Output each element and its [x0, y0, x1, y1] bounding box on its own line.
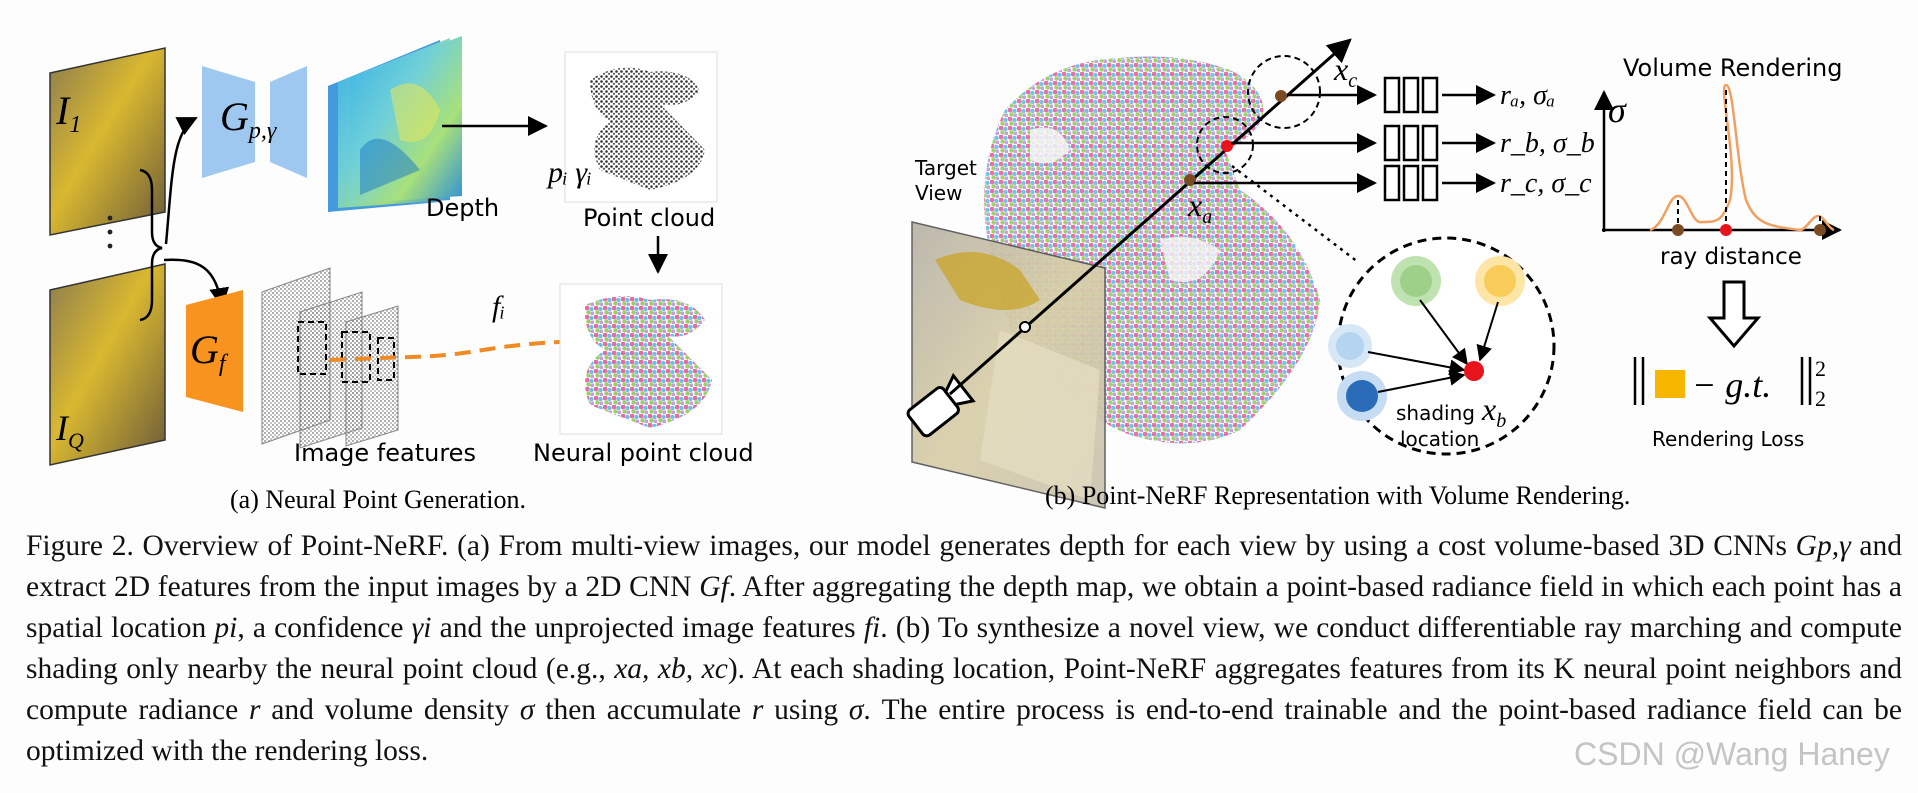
subcaption-a: (a) Neural Point Generation.: [230, 485, 526, 514]
sample-point-a: [1672, 224, 1684, 236]
overview-figure: I1 IQ Gp,γ Gf Depth: [49, 36, 1842, 514]
xc-label: xc: [1333, 51, 1357, 92]
shading-location-point: [1464, 361, 1484, 381]
shading-point-xb: [1221, 140, 1233, 152]
label-i1: I1: [55, 88, 81, 138]
caption-label: Figure 2.: [26, 530, 134, 562]
gf-network-block: [186, 290, 243, 412]
panel-a: I1 IQ Gp,γ Gf Depth: [49, 36, 754, 514]
neural-point-cloud: [584, 296, 712, 428]
volume-rendering-title: Volume Rendering: [1623, 54, 1842, 82]
depth-maps: [328, 36, 462, 212]
camera-icon: [906, 372, 976, 438]
output-b: r_b, σ_b: [1500, 128, 1595, 159]
depth-label: Depth: [426, 194, 499, 222]
gp-network-block-right: [270, 66, 307, 178]
fi-label: fᵢ: [492, 290, 505, 323]
mlp-blocks: [1383, 76, 1439, 202]
loss-norm-sup: 2: [1815, 356, 1826, 381]
panel-b: Target View xc xa rₐ, σₐ r_b,: [906, 38, 1842, 510]
input-image-i1: [49, 47, 166, 236]
rendering-loss-label: Rendering Loss: [1652, 427, 1804, 451]
down-arrow-icon: [1706, 280, 1762, 349]
point-cloud-label: Point cloud: [583, 204, 715, 232]
ray-plane-intersection: [1019, 321, 1031, 333]
input-image-iq: [49, 263, 166, 466]
image-features: [261, 267, 399, 449]
zoom-leader: [1231, 165, 1359, 263]
figure-caption: Figure 2. Overview of Point-NeRF. (a) Fr…: [26, 530, 1903, 767]
point-cloud: [590, 67, 705, 190]
arrow-to-gf: [163, 258, 230, 308]
shading-point-xa: [1184, 174, 1196, 186]
sample-point-c: [1814, 224, 1826, 236]
gf-label: Gf: [190, 327, 229, 377]
brace: [139, 168, 163, 322]
ellipsis-dots: [107, 215, 113, 249]
query-radius-xc: [1247, 55, 1321, 129]
gp-label: Gp,γ: [220, 94, 277, 144]
image-features-label: Image features: [294, 439, 476, 467]
ray-distance-label: ray distance: [1660, 244, 1802, 270]
shading-label: shading: [1396, 401, 1475, 425]
target-view-label-1: Target: [914, 156, 977, 180]
query-radius-xb: [1196, 116, 1254, 174]
output-a: rₐ, σₐ: [1500, 80, 1555, 111]
neural-point-cloud-label: Neural point cloud: [533, 439, 754, 467]
pi-gamma-label: pᵢ γᵢ: [546, 156, 592, 189]
watermark: CSDN @Wang Haney: [1574, 736, 1890, 772]
loss-norm-sub: 2: [1815, 386, 1826, 411]
sample-point-b: [1720, 224, 1732, 236]
shading-point-xc: [1275, 90, 1287, 102]
density-curve: [1649, 83, 1835, 232]
location-label: location: [1400, 427, 1479, 451]
gp-network-block: [202, 66, 255, 178]
subcaption-b: (b) Point-NeRF Representation with Volum…: [1045, 481, 1630, 510]
arrow-to-gp: [164, 116, 198, 245]
output-c: r_c, σ_c: [1500, 168, 1592, 199]
sigma-axis-label: σ: [1608, 90, 1627, 130]
feature-arrow: [329, 328, 617, 362]
label-iq: IQ: [55, 408, 84, 453]
rendered-color-square: [1655, 370, 1685, 398]
loss-formula: − g.t.: [1692, 365, 1771, 405]
target-view-label-2: View: [915, 181, 962, 205]
